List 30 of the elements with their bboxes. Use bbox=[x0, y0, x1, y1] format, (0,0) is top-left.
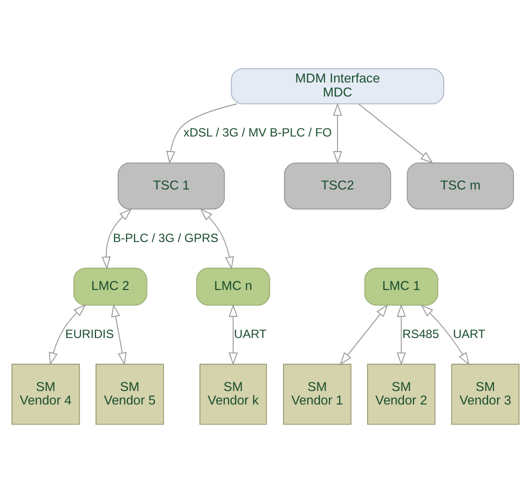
node-box: SM Vendor k bbox=[199, 363, 267, 424]
node-box: TSC m bbox=[406, 162, 514, 210]
node-box: SM Vendor 1 bbox=[283, 363, 352, 424]
edge-label: EURIDIS bbox=[65, 326, 114, 340]
edge-label: B-PLC / 3G / GPRS bbox=[113, 230, 218, 244]
arrow bbox=[396, 303, 406, 365]
edge-label: RS485 bbox=[402, 326, 440, 340]
arrow bbox=[420, 304, 470, 365]
edge-label: UART bbox=[234, 326, 266, 340]
node-box: LMC n bbox=[196, 267, 270, 306]
arrow bbox=[358, 103, 434, 163]
node-box: LMC 2 bbox=[73, 267, 148, 306]
node-box: MDM Interface MDC bbox=[230, 68, 444, 104]
edge-label: xDSL / 3G / MV B-PLC / FO bbox=[184, 124, 332, 139]
arrow bbox=[333, 102, 342, 164]
arrow bbox=[111, 303, 127, 365]
node-box: TSC 1 bbox=[118, 162, 225, 210]
arrow bbox=[102, 208, 132, 270]
node-box: SM Vendor 4 bbox=[12, 363, 80, 424]
arrow bbox=[340, 304, 388, 365]
edge-label: UART bbox=[452, 326, 486, 340]
node-box: LMC 1 bbox=[364, 267, 438, 306]
arrow bbox=[166, 102, 238, 164]
node-box: TSC2 bbox=[284, 162, 392, 210]
arrow bbox=[48, 304, 86, 365]
node-box: SM Vendor 5 bbox=[96, 363, 164, 424]
arrow bbox=[228, 303, 238, 365]
node-box: SM Vendor 2 bbox=[367, 363, 436, 424]
arrow bbox=[200, 208, 234, 270]
node-box: SM Vendor 3 bbox=[451, 363, 520, 424]
